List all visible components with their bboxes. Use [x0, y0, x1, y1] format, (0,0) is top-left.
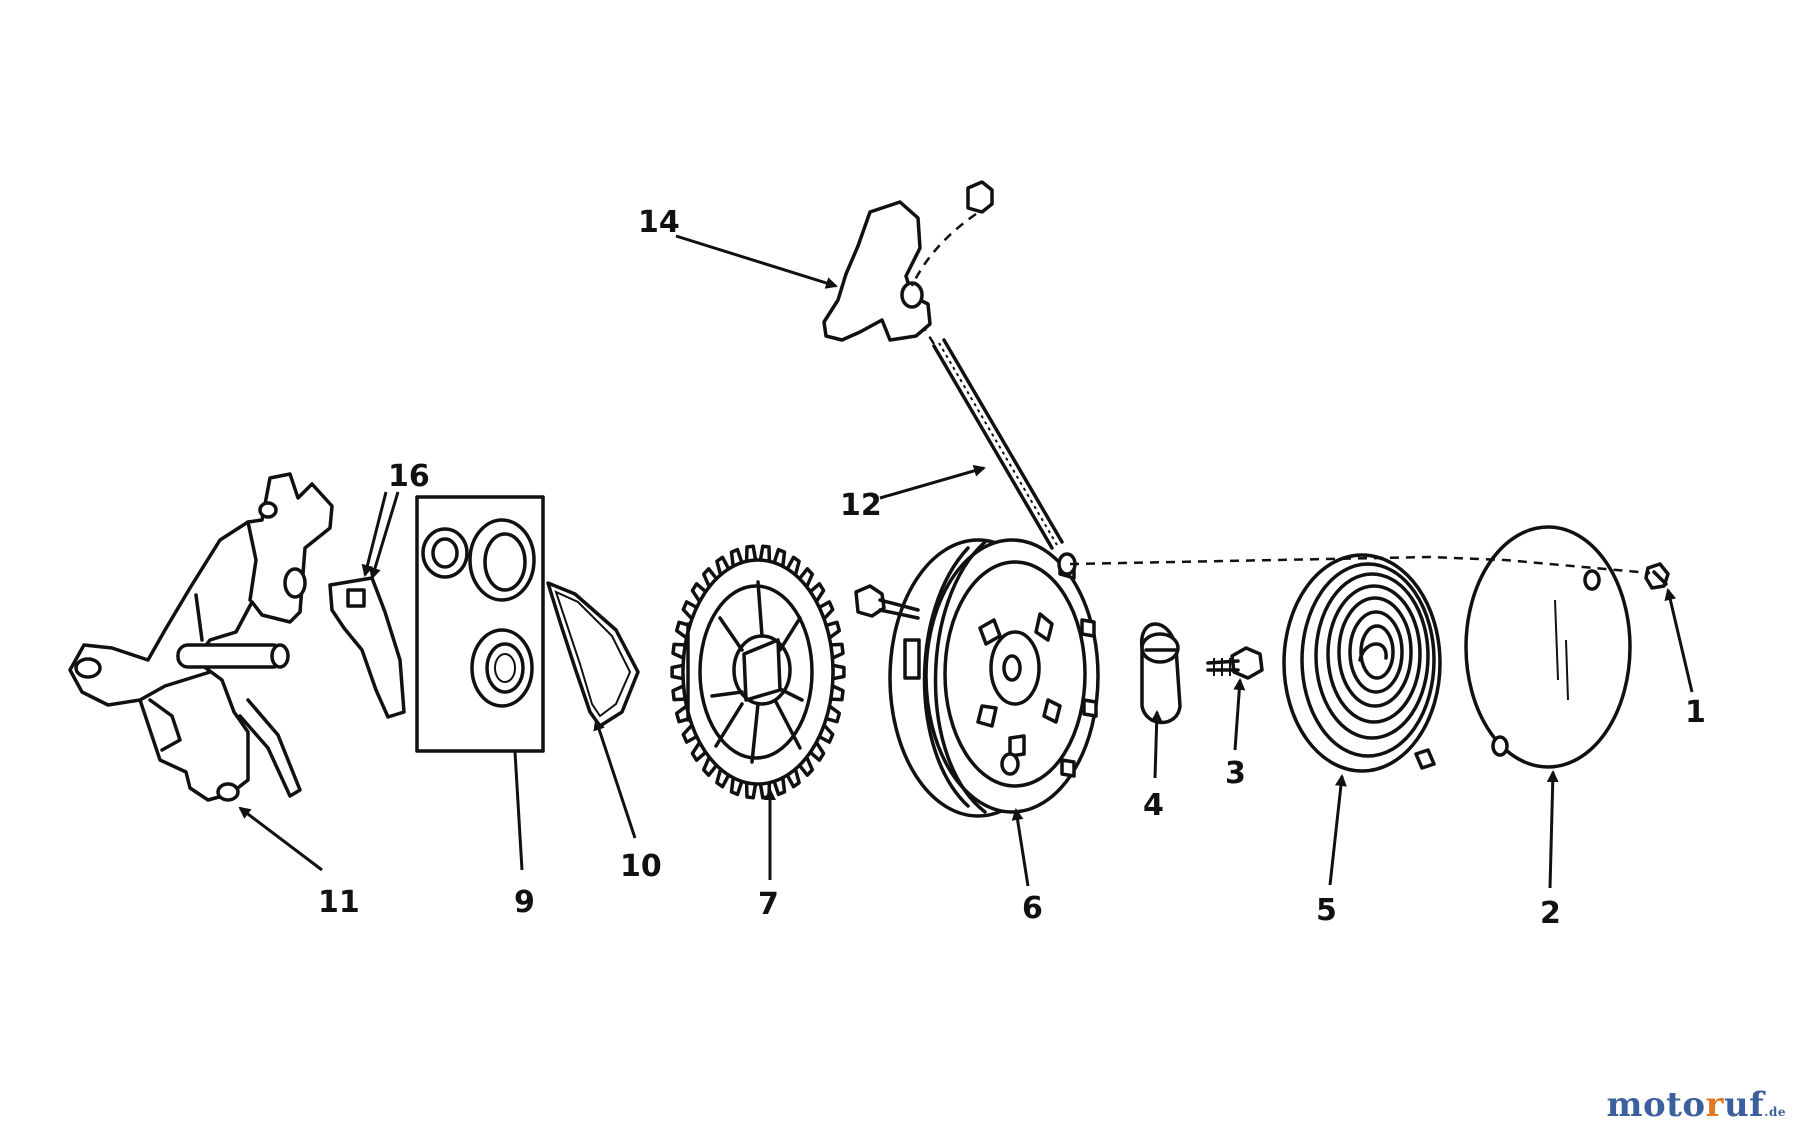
- part-10-gasket: [546, 581, 640, 728]
- label-10: 10: [620, 849, 662, 884]
- part-3-screw: [1206, 646, 1264, 680]
- label-11: 11: [318, 885, 360, 920]
- part-16-lever: [328, 576, 406, 719]
- watermark-tld: .de: [1764, 1105, 1786, 1119]
- label-9: 9: [514, 885, 535, 920]
- label-6: 6: [1022, 891, 1043, 926]
- part-4-bushing: [1140, 622, 1182, 725]
- watermark-part-a: moto: [1606, 1085, 1706, 1125]
- label-7: 7: [758, 887, 779, 922]
- label-16: 16: [388, 459, 430, 494]
- part-9-plate: [415, 495, 545, 753]
- part-14-handle: [822, 180, 994, 342]
- part-5-spring: [1282, 553, 1442, 773]
- label-2: 2: [1540, 896, 1561, 931]
- leader-arrows: [238, 234, 1694, 889]
- label-4: 4: [1143, 788, 1164, 823]
- label-14: 14: [638, 205, 680, 240]
- label-5: 5: [1316, 893, 1337, 928]
- assembly-centerline: [1069, 555, 1651, 575]
- part-6-pulley: [888, 538, 1100, 818]
- part-labels: 14 12 16 11 9 10 7 6 4 3 5 2 1: [318, 205, 1706, 931]
- part-12-rope: [902, 295, 1064, 550]
- watermark-part-b: r: [1705, 1085, 1724, 1125]
- part-11-bracket: [68, 472, 334, 802]
- label-12: 12: [840, 488, 882, 523]
- watermark-logo: motoruf.de: [1606, 1085, 1786, 1125]
- label-1: 1: [1685, 695, 1706, 730]
- pulley-axle-bolt: [854, 584, 920, 620]
- part-1-screw: [1644, 562, 1670, 590]
- part-7-sprocket: [670, 544, 846, 800]
- part-2-cover-plate: [1464, 525, 1632, 769]
- label-3: 3: [1225, 756, 1246, 791]
- watermark-part-c: uf: [1723, 1085, 1765, 1125]
